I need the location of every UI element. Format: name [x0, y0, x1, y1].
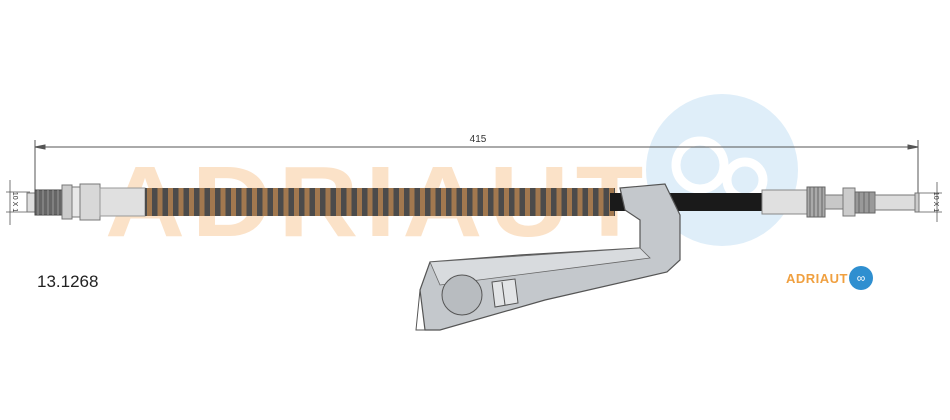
braid-band — [388, 188, 394, 216]
braid-band — [598, 188, 604, 216]
braid-band — [472, 188, 478, 216]
brand-name: ADRIAUT — [786, 270, 848, 286]
braid-band — [315, 188, 320, 216]
braid-band — [147, 188, 152, 216]
braid-band — [210, 188, 215, 216]
left-thread-label: 10 X 1 — [11, 192, 18, 212]
braid-band — [336, 188, 341, 216]
braid-band — [378, 188, 383, 216]
braid-band — [357, 188, 362, 216]
brand-logo-icon: ∞ — [849, 266, 873, 290]
braid-band — [157, 188, 163, 216]
braid-band — [493, 188, 499, 216]
braid-band — [241, 188, 247, 216]
braid-band — [525, 188, 530, 216]
braid-band — [514, 188, 520, 216]
braid-band — [556, 188, 562, 216]
braid-band — [220, 188, 226, 216]
braid-band — [283, 188, 289, 216]
braid-band — [294, 188, 299, 216]
left-thread-dimension — [6, 180, 30, 225]
braid-band — [367, 188, 373, 216]
right-thread-label: 10 X 1 — [932, 192, 939, 212]
braid-band — [304, 188, 310, 216]
brand-logo: ADRIAUT ∞ — [786, 266, 873, 290]
braid-band — [441, 188, 446, 216]
length-label: 415 — [470, 134, 487, 145]
part-number: 13.1268 — [37, 272, 99, 291]
braid-band — [535, 188, 541, 216]
braid-band — [451, 188, 457, 216]
braid-band — [588, 188, 593, 216]
braid-band — [567, 188, 572, 216]
right-thread-dimension — [918, 182, 942, 222]
braid-band — [273, 188, 278, 216]
braid-band — [577, 188, 583, 216]
braid-band — [420, 188, 425, 216]
mounting-bracket — [415, 183, 681, 331]
braid-band — [178, 188, 184, 216]
braid-band — [262, 188, 268, 216]
braid-band — [346, 188, 352, 216]
braid-band — [252, 188, 257, 216]
braid-band — [462, 188, 467, 216]
right-fitting — [761, 186, 920, 218]
braid-band — [231, 188, 236, 216]
braid-band — [483, 188, 488, 216]
braid-band — [168, 188, 173, 216]
braided-hose — [145, 188, 615, 216]
length-dimension — [34, 140, 919, 195]
braid-band — [504, 188, 509, 216]
braid-band — [409, 188, 415, 216]
braid-band — [546, 188, 551, 216]
braid-band — [325, 188, 331, 216]
braid-band — [189, 188, 194, 216]
braid-band — [199, 188, 205, 216]
watermark: ADRIAUT — [105, 94, 798, 258]
braid-band — [430, 188, 436, 216]
left-fitting — [26, 183, 146, 221]
braid-band — [399, 188, 404, 216]
